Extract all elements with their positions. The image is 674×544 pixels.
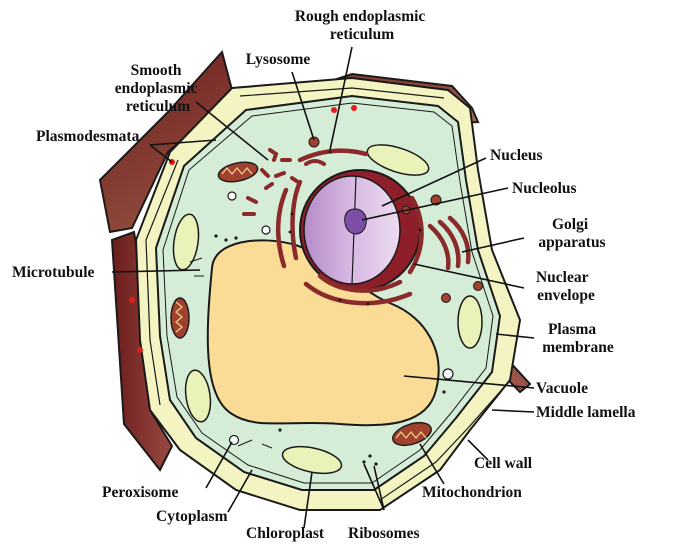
label-nucleus: Nucleus [490, 147, 543, 164]
label-middle-lamella: Middle lamella [536, 404, 636, 421]
label-nuclear-envelope: Nuclear envelope [536, 269, 595, 304]
label-lysosome: Lysosome [246, 51, 311, 68]
label-cytoplasm: Cytoplasm [156, 508, 228, 525]
label-chloroplast: Chloroplast [246, 525, 325, 542]
nucleus [300, 170, 420, 290]
label-peroxisome: Peroxisome [102, 484, 178, 501]
nucleolus [345, 209, 367, 234]
label-mitochondrion: Mitochondrion [422, 484, 522, 501]
label-rough-er: Rough endoplasmic reticulum [295, 8, 429, 43]
label-microtubule: Microtubule [12, 264, 94, 281]
label-golgi: Golgi apparatus [538, 216, 605, 251]
label-ribosomes: Ribosomes [348, 525, 419, 542]
label-cell-wall: Cell wall [474, 455, 533, 472]
label-smooth-er: Smooth endoplasmic reticulum [115, 62, 202, 115]
leader-middle-lamella [492, 410, 534, 412]
label-nucleolus: Nucleolus [512, 180, 577, 197]
label-vacuole: Vacuole [536, 380, 588, 397]
label-plasma-membrane: Plasma membrane [542, 321, 614, 356]
label-plasmodesmata: Plasmodesmata [36, 128, 140, 145]
chloroplast [458, 296, 482, 348]
